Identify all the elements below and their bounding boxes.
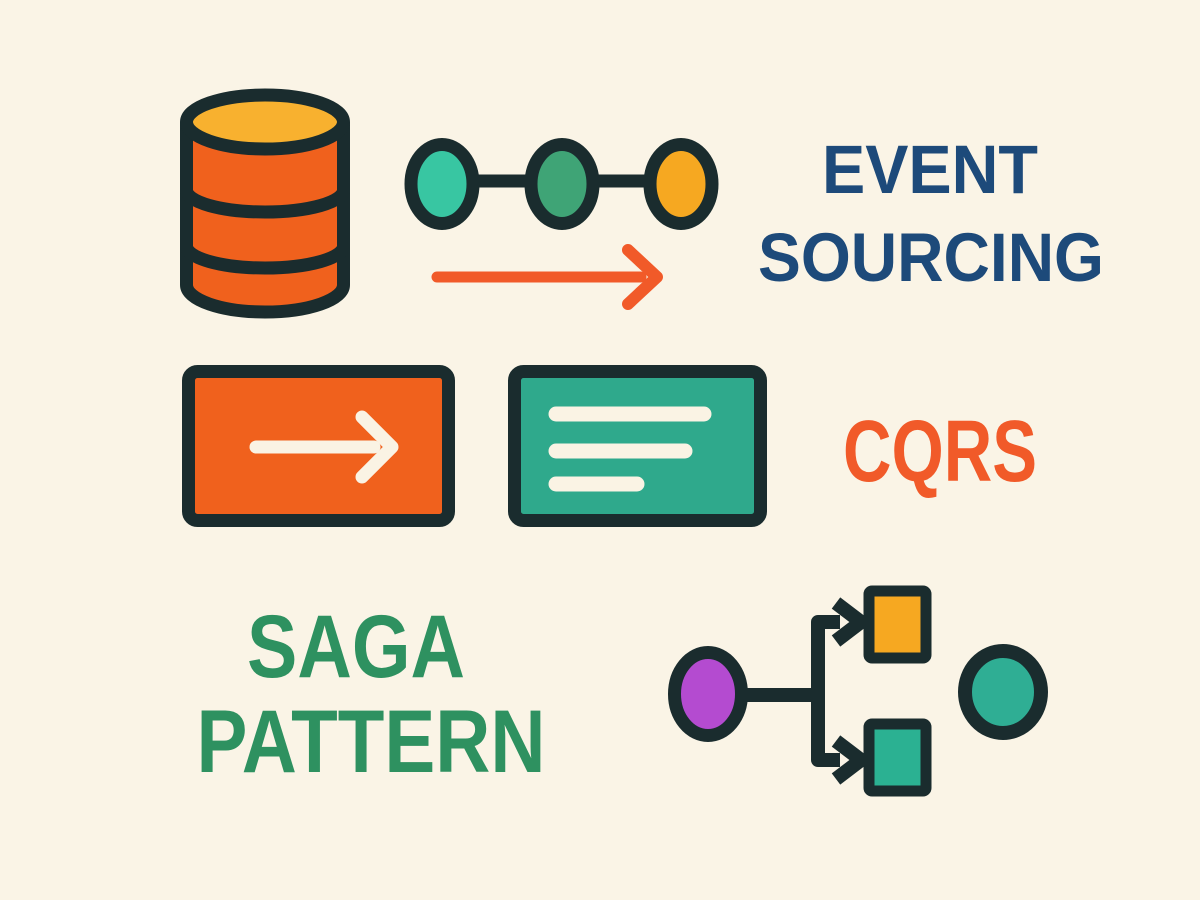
event-chain-icon xyxy=(404,138,719,230)
database-icon xyxy=(180,88,350,319)
saga-branch-lines xyxy=(746,615,840,767)
flow-arrow-icon xyxy=(431,244,663,310)
database-band-bottom xyxy=(180,244,350,275)
database-top xyxy=(180,88,350,156)
cqrs-label: CQRS xyxy=(843,403,1037,500)
event-sourcing-label-line1: EVENT xyxy=(822,131,1038,208)
command-box-icon xyxy=(182,365,455,527)
saga-arrowhead-bottom xyxy=(831,735,873,785)
saga-flow-icon xyxy=(668,585,1048,797)
command-arrow-head xyxy=(355,410,399,484)
database-band-top xyxy=(180,188,350,219)
event-node-3 xyxy=(643,138,719,230)
flow-arrow-head xyxy=(622,244,663,310)
saga-arrowhead-top xyxy=(831,597,873,647)
saga-step-square-bottom xyxy=(863,718,932,797)
event-node-1 xyxy=(404,138,480,230)
saga-end-node xyxy=(958,644,1048,740)
event-sourcing-label-line2: SOURCING xyxy=(758,219,1104,296)
event-node-2 xyxy=(524,138,600,230)
query-box-icon xyxy=(508,365,767,527)
saga-pattern-label-line1: SAGA xyxy=(247,596,465,696)
saga-start-node xyxy=(668,646,748,742)
saga-pattern-label-line2: PATTERN xyxy=(197,691,546,791)
saga-step-square-top xyxy=(863,585,932,664)
